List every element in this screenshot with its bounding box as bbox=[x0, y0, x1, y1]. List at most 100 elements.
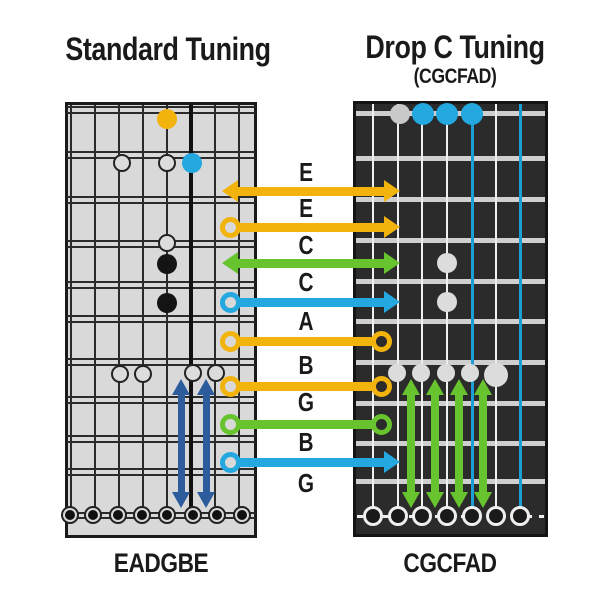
down-arrowhead bbox=[402, 492, 420, 508]
tuning-peg-center bbox=[188, 510, 198, 520]
fret-line bbox=[67, 196, 255, 204]
note-letter: B bbox=[298, 350, 314, 380]
string-ring bbox=[370, 330, 392, 352]
right-arrowhead bbox=[384, 216, 400, 238]
string-ring bbox=[219, 451, 241, 473]
fret-marker-dot-blue bbox=[182, 153, 202, 173]
fret-line bbox=[67, 396, 255, 404]
right-arrowhead bbox=[384, 252, 400, 274]
fret-marker-dot-light bbox=[437, 364, 455, 382]
down-arrowhead bbox=[450, 492, 468, 508]
note-letter: E bbox=[299, 193, 313, 223]
string-line bbox=[214, 105, 216, 515]
fret-bar bbox=[356, 319, 545, 324]
up-arrowhead bbox=[197, 379, 215, 395]
left-arrowhead bbox=[222, 180, 238, 202]
tuning-arrow-shaft bbox=[238, 297, 386, 307]
fret-bar bbox=[356, 197, 545, 202]
string-line bbox=[70, 105, 72, 515]
tuning-peg bbox=[363, 506, 383, 526]
down-arrowhead bbox=[426, 492, 444, 508]
fret-marker-dot-light bbox=[461, 364, 479, 382]
tuning-arrow-shaft bbox=[236, 258, 386, 268]
fret-marker-dot-light bbox=[437, 292, 457, 312]
fret-marker-dot-blue bbox=[436, 103, 458, 125]
fret-marker-dot-light bbox=[437, 253, 457, 273]
updown-arrow-shaft bbox=[202, 392, 210, 495]
fret-line bbox=[67, 468, 255, 476]
tuning-peg-center bbox=[162, 510, 172, 520]
fret-marker-dot-blue bbox=[461, 103, 483, 125]
down-arrowhead bbox=[197, 492, 215, 508]
note-letter: G bbox=[297, 387, 315, 417]
tuning-arrow-shaft bbox=[238, 222, 386, 232]
string-line-thick bbox=[189, 105, 193, 515]
fret-marker-dot-light bbox=[388, 364, 406, 382]
note-letter: E bbox=[299, 157, 313, 187]
note-letter: G bbox=[297, 468, 315, 498]
updown-arrow-shaft bbox=[455, 392, 463, 495]
tuning-peg bbox=[437, 506, 457, 526]
up-arrowhead bbox=[474, 379, 492, 395]
tuning-arrow-shaft bbox=[238, 381, 373, 391]
fret-marker-dot-light bbox=[158, 154, 176, 172]
string-line bbox=[94, 105, 96, 515]
string-ring bbox=[219, 375, 241, 397]
string-ring bbox=[219, 330, 241, 352]
standard-tuning-string-label: EADGBE bbox=[113, 548, 209, 578]
left-arrowhead bbox=[222, 252, 238, 274]
note-letter: C bbox=[298, 230, 314, 260]
fret-marker-dot-light bbox=[158, 234, 176, 252]
tuning-peg bbox=[510, 506, 530, 526]
tuning-arrow-shaft bbox=[238, 419, 373, 429]
fret-bar bbox=[356, 360, 545, 365]
fret-line bbox=[67, 281, 255, 289]
fret-marker-dot-gray bbox=[390, 104, 410, 124]
fret-marker-dot-light bbox=[412, 364, 430, 382]
down-arrowhead bbox=[172, 492, 190, 508]
fret-bar bbox=[356, 238, 545, 243]
drop-c-tuning-string-label: CGCFAD bbox=[403, 548, 497, 578]
fret-bar bbox=[356, 401, 545, 406]
fret-line bbox=[67, 315, 255, 323]
fret-marker-dot-light bbox=[207, 364, 225, 382]
up-arrowhead bbox=[172, 379, 190, 395]
tuning-peg-center bbox=[113, 510, 123, 520]
note-letter: B bbox=[298, 427, 314, 457]
fret-marker-dot-yellow bbox=[157, 109, 177, 129]
fret-marker-dot-blue bbox=[412, 103, 434, 125]
tuning-arrow-shaft bbox=[238, 457, 386, 467]
fret-bar bbox=[356, 441, 545, 446]
right-arrowhead bbox=[384, 180, 400, 202]
string-line-highlight bbox=[470, 104, 474, 516]
down-arrowhead bbox=[474, 492, 492, 508]
tuning-peg-center bbox=[237, 510, 247, 520]
fret-line bbox=[67, 435, 255, 443]
fret-bar bbox=[356, 156, 545, 161]
fret-marker-dot-light bbox=[134, 365, 152, 383]
string-ring bbox=[219, 291, 241, 313]
string-ring bbox=[370, 375, 392, 397]
string-line bbox=[142, 105, 144, 515]
tuning-peg bbox=[462, 506, 482, 526]
string-ring bbox=[370, 413, 392, 435]
updown-arrow-shaft bbox=[177, 392, 185, 495]
fret-line bbox=[67, 358, 255, 366]
tuning-arrow-shaft bbox=[238, 336, 373, 346]
tuning-peg-center bbox=[88, 510, 98, 520]
tuning-peg bbox=[388, 506, 408, 526]
string-line bbox=[495, 104, 497, 516]
tuning-peg-center bbox=[137, 510, 147, 520]
right-arrowhead bbox=[384, 291, 400, 313]
fret-bar bbox=[356, 279, 545, 284]
string-line bbox=[118, 105, 120, 515]
updown-arrow-shaft bbox=[407, 392, 415, 495]
drop-c-tuning-title: Drop C Tuning bbox=[365, 29, 545, 65]
fret-marker-dot-light bbox=[111, 365, 129, 383]
updown-arrow-shaft bbox=[479, 392, 487, 495]
string-line bbox=[238, 105, 240, 515]
tuning-arrow-shaft bbox=[236, 186, 386, 196]
standard-tuning-title: Standard Tuning bbox=[65, 31, 271, 67]
string-ring bbox=[219, 216, 241, 238]
